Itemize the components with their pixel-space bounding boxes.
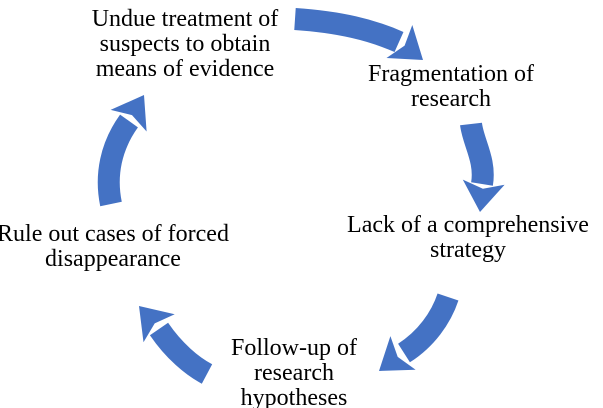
node-label-line: means of evidence xyxy=(95,56,275,82)
node-label-line: Fragmentation of xyxy=(368,61,534,87)
arrow-head-icon xyxy=(462,179,505,212)
arrow-follow-up-to-rule-out xyxy=(139,306,213,384)
arrow-body xyxy=(294,8,404,53)
arrow-head-icon xyxy=(386,25,423,60)
arrow-head-icon xyxy=(110,95,147,132)
node-label-line: Lack of a comprehensive xyxy=(347,212,589,238)
node-label-line: research xyxy=(411,86,491,112)
node-label-line: suspects to obtain xyxy=(99,31,271,57)
arrow-head-icon xyxy=(379,336,416,371)
arrow-fragmentation-to-lack-of-strategy xyxy=(460,122,505,212)
node-label-line: hypotheses xyxy=(240,385,348,408)
node-label-line: Follow-up of xyxy=(231,335,357,361)
node-label-line: research xyxy=(254,360,334,386)
arrow-body xyxy=(149,322,213,384)
arrow-body xyxy=(460,122,494,186)
arrow-rule-out-to-undue-treatment xyxy=(97,95,147,207)
node-undue-treatment: Undue treatment of suspects to obtain me… xyxy=(92,7,279,82)
node-rule-out-forced-disappearance: Rule out cases of forced disappearance xyxy=(0,222,229,272)
node-follow-up-of-research-hypotheses: Follow-up of research hypotheses xyxy=(231,336,357,408)
node-label-line: disappearance xyxy=(45,246,181,272)
arrow-undue-treatment-to-fragmentation xyxy=(294,8,423,60)
arrow-lack-of-strategy-to-follow-up xyxy=(379,293,459,371)
node-label-line: strategy xyxy=(430,237,506,263)
node-lack-of-comprehensive-strategy: Lack of a comprehensive strategy xyxy=(347,213,589,263)
node-fragmentation-of-research: Fragmentation of research xyxy=(368,62,534,112)
arrow-body xyxy=(97,114,139,207)
node-label-line: Rule out cases of forced xyxy=(0,221,229,247)
node-label-line: Undue treatment of xyxy=(91,6,279,32)
arrow-body xyxy=(397,293,459,363)
arrow-head-icon xyxy=(139,306,175,343)
